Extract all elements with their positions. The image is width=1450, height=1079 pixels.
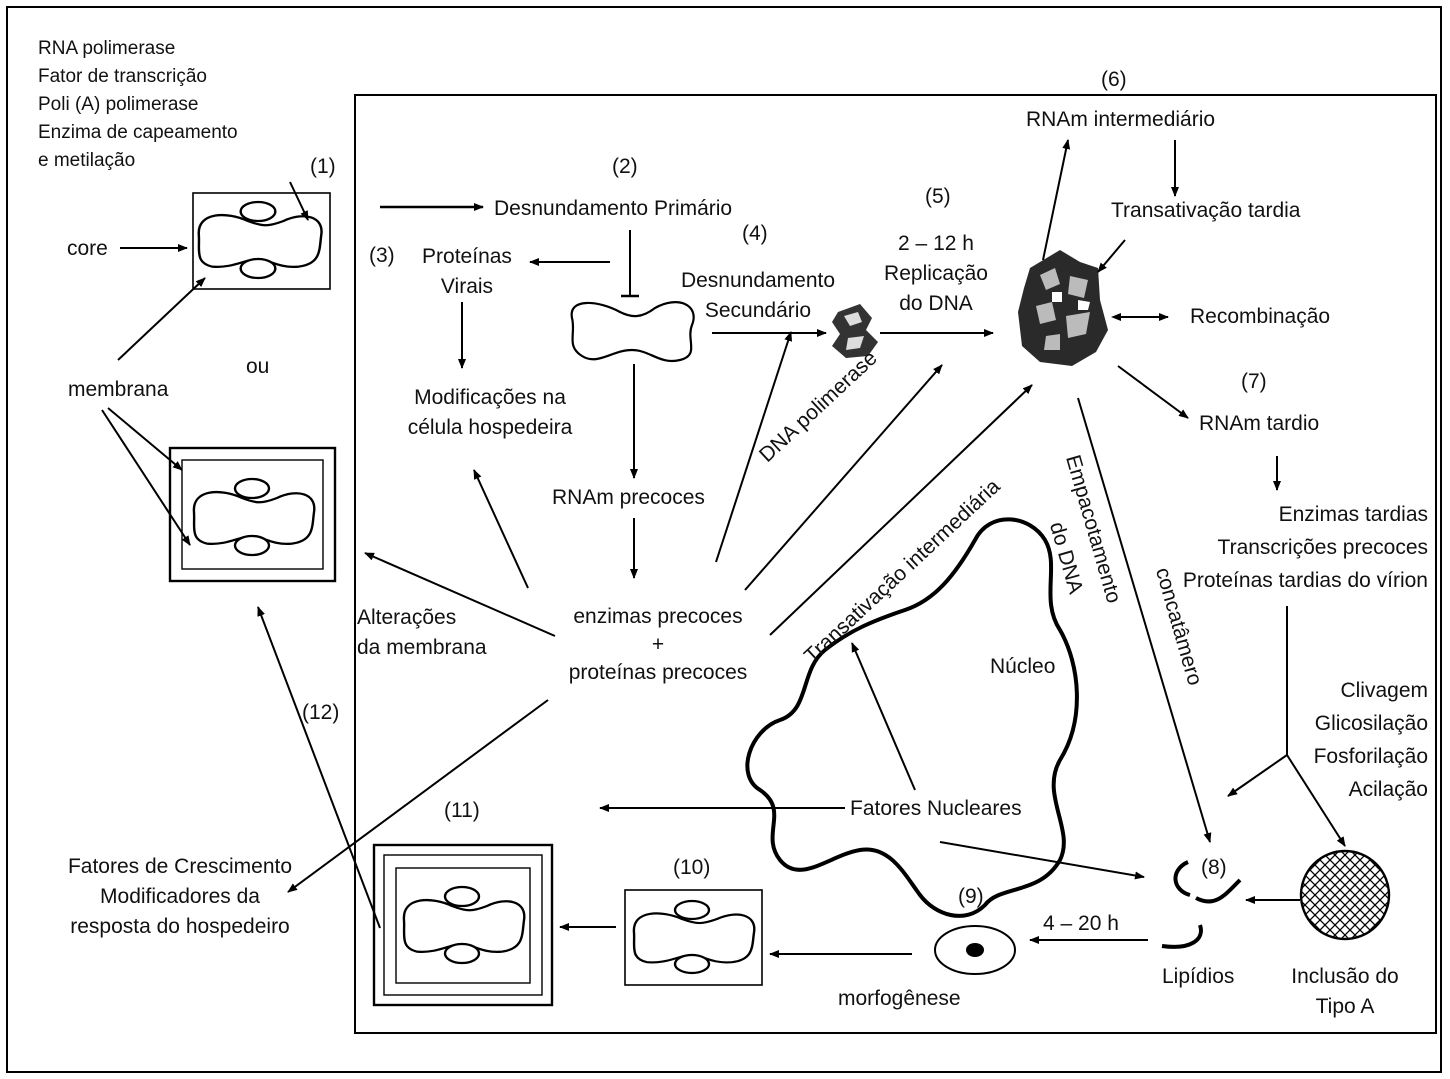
header-item: Poli (A) polimerase bbox=[38, 94, 199, 115]
step-12: (12) bbox=[302, 701, 340, 724]
label-nucleo: Núcleo bbox=[990, 655, 1056, 678]
text-line: Enzimas tardias bbox=[1278, 503, 1428, 526]
text-line: proteínas precoces bbox=[568, 661, 748, 684]
label-alteracoes: Alterações da membrana bbox=[357, 603, 487, 663]
text-line: Transcrições precoces bbox=[1217, 536, 1428, 559]
header-item: e metilação bbox=[38, 150, 136, 171]
text-line: Fatores de Crescimento bbox=[67, 855, 293, 878]
step-4: (4) bbox=[742, 222, 768, 245]
dna-blob-large bbox=[1018, 250, 1108, 366]
text-line: Proteínas bbox=[422, 245, 512, 268]
label-transativacao-tardia: Transativação tardia bbox=[1111, 199, 1301, 222]
outer-frame bbox=[6, 6, 1442, 1073]
text-line: Proteínas tardias do vírion bbox=[1182, 569, 1428, 592]
virion-box-10 bbox=[624, 889, 763, 986]
label-time-4-20: 4 – 20 h bbox=[1043, 912, 1119, 935]
text-line: 2 – 12 h bbox=[898, 232, 974, 255]
step-9: (9) bbox=[958, 885, 984, 908]
step-5: (5) bbox=[925, 185, 951, 208]
label-recombinacao: Recombinação bbox=[1190, 305, 1331, 328]
text-line: Glicosilação bbox=[1314, 712, 1428, 735]
virion-core-1 bbox=[197, 200, 323, 280]
virion-box-1 bbox=[192, 192, 331, 290]
label-lipidios: Lipídios bbox=[1162, 965, 1235, 988]
step-10: (10) bbox=[673, 856, 711, 879]
step-1: (1) bbox=[310, 155, 336, 178]
label-proteinas-virais: Proteínas Virais bbox=[412, 242, 522, 302]
uncoated-core bbox=[570, 301, 695, 363]
text-line: Replicação bbox=[884, 262, 988, 285]
label-membrana: membrana bbox=[68, 378, 169, 401]
step-3: (3) bbox=[369, 244, 395, 267]
step-6: (6) bbox=[1101, 68, 1127, 91]
text-line: da membrana bbox=[357, 636, 487, 659]
text-line: Desnundamento bbox=[680, 269, 836, 292]
label-morfogenese: morfogênese bbox=[838, 987, 961, 1010]
virion-core-11 bbox=[402, 885, 526, 965]
label-ou: ou bbox=[246, 355, 270, 378]
text-line: Clivagem bbox=[1340, 679, 1428, 702]
label-desnudamento-secundario: Desnundamento Secundário bbox=[668, 266, 848, 326]
header-item: RNA polimerase bbox=[38, 38, 176, 59]
label-fatores-crescimento: Fatores de Crescimento Modificadores da … bbox=[40, 852, 320, 942]
text-line: Modificações na bbox=[414, 386, 566, 409]
type-a-inclusion bbox=[1299, 849, 1391, 941]
step-7: (7) bbox=[1241, 370, 1267, 393]
label-modificacoes: Modificações na célula hospedeira bbox=[380, 383, 600, 443]
lipid-shape bbox=[1173, 860, 1191, 897]
morphogenesis-particle bbox=[934, 925, 1016, 975]
virion-core-2 bbox=[192, 477, 316, 557]
text-line: + bbox=[651, 633, 665, 656]
text-line: Modificadores da bbox=[100, 885, 260, 908]
label-inclusao: Inclusão do Tipo A bbox=[1280, 962, 1410, 1022]
step-2: (2) bbox=[612, 155, 638, 178]
text-line: do DNA bbox=[899, 292, 973, 315]
label-processing: Clivagem Glicosilação Fosforilação Acila… bbox=[1270, 674, 1428, 806]
cell-boundary bbox=[354, 94, 1437, 1034]
header-item: Enzima de capeamento bbox=[38, 122, 238, 143]
text-line: Inclusão do bbox=[1291, 965, 1399, 988]
step-8: (8) bbox=[1201, 856, 1227, 879]
label-rnam-intermediario: RNAm intermediário bbox=[1026, 108, 1216, 131]
label-early-products: enzimas precoces + proteínas precoces bbox=[548, 600, 768, 690]
text-line: Alterações bbox=[357, 606, 457, 629]
label-late-products: Enzimas tardias Transcrições precoces Pr… bbox=[1140, 498, 1428, 597]
virion-core-10 bbox=[632, 899, 756, 975]
label-replicacao: 2 – 12 h Replicação do DNA bbox=[876, 229, 996, 319]
label-core: core bbox=[67, 237, 108, 260]
virion-box-11 bbox=[372, 843, 554, 1007]
text-line: Acilação bbox=[1348, 778, 1428, 801]
text-line: resposta do hospedeiro bbox=[70, 915, 290, 938]
header-list: RNA polimerase Fator de transcrição Poli… bbox=[38, 35, 238, 175]
label-rnam-tardio: RNAm tardio bbox=[1199, 412, 1320, 435]
dna-blob-small bbox=[832, 304, 878, 358]
text-line: enzimas precoces bbox=[573, 605, 743, 628]
text-line: Fosforilação bbox=[1313, 745, 1428, 768]
label-fatores-nucleares: Fatores Nucleares bbox=[850, 797, 1022, 820]
text-line: Virais bbox=[440, 275, 494, 298]
nucleus-outline bbox=[745, 517, 1079, 918]
label-desnudamento-primario: Desnundamento Primário bbox=[494, 197, 733, 220]
label-rnam-precoces: RNAm precoces bbox=[552, 486, 705, 509]
text-line: Secundário bbox=[704, 299, 812, 322]
text-line: célula hospedeira bbox=[407, 416, 573, 439]
header-item: Fator de transcrição bbox=[38, 66, 207, 87]
text-line: Tipo A bbox=[1315, 995, 1375, 1018]
step-11: (11) bbox=[444, 799, 480, 822]
